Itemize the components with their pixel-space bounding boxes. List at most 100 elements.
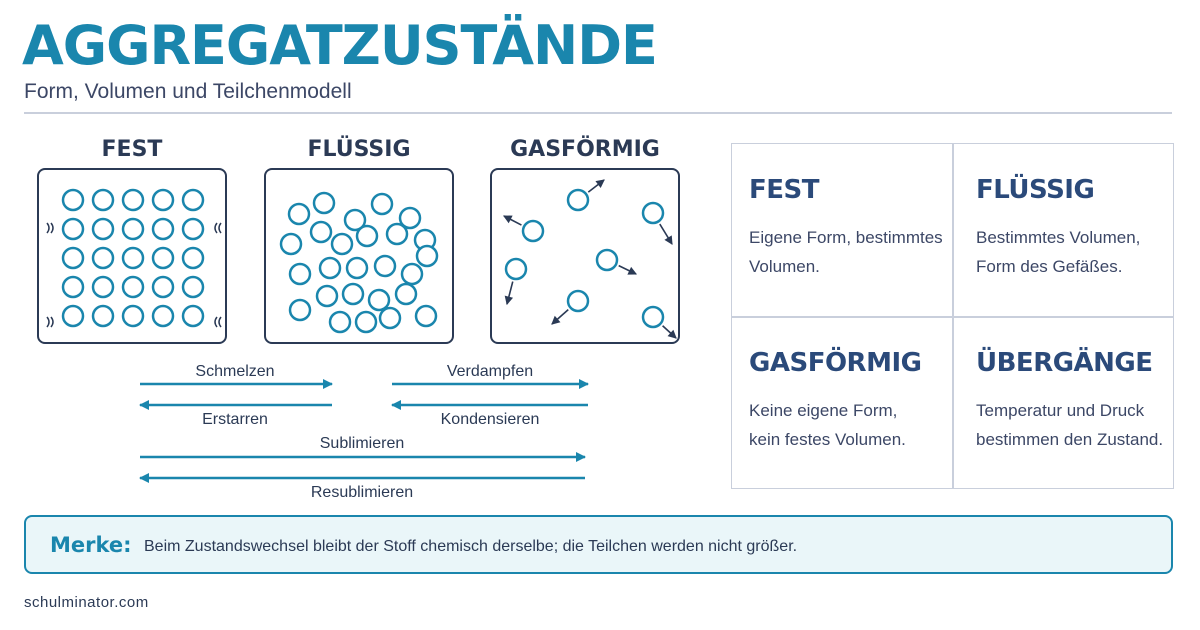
- particle: [121, 246, 145, 270]
- particle: [91, 275, 115, 299]
- info-grid: FEST Eigene Form, bestimmtes Volumen. FL…: [731, 143, 1174, 489]
- label-erstarren: Erstarren: [202, 411, 268, 428]
- info-cell-text: Bestimmtes Volumen, Form des Gefäßes.: [976, 223, 1140, 281]
- gas-particles-diagram: [503, 179, 677, 339]
- label-resublimieren: Resublimieren: [310, 484, 414, 501]
- liquid-particle-box: [264, 168, 454, 344]
- particle: [398, 206, 422, 230]
- particle: [151, 304, 175, 328]
- solid-particles-diagram: [46, 188, 222, 328]
- info-cell-line: Keine eigene Form,: [749, 401, 898, 420]
- state-heading-fluessig: FLÜSSIG: [307, 137, 411, 162]
- particle: [378, 306, 402, 330]
- transition-arrows: [139, 379, 589, 483]
- particle: [61, 246, 85, 270]
- particle: [151, 188, 175, 212]
- particle: [315, 284, 339, 308]
- label-schmelzen: Schmelzen: [195, 363, 275, 380]
- particle: [343, 208, 367, 232]
- vibration-mark: [50, 222, 54, 234]
- particle: [309, 220, 333, 244]
- particle: [121, 217, 145, 241]
- particle: [341, 282, 365, 306]
- particle: [415, 244, 439, 268]
- vibration-mark: [214, 316, 218, 328]
- particle: [61, 217, 85, 241]
- particle: [373, 254, 397, 278]
- page-subtitle: Form, Volumen und Teilchenmodell: [24, 80, 352, 103]
- particle: [367, 288, 391, 312]
- liquid-particles-diagram: [279, 191, 439, 334]
- particle: [328, 310, 352, 334]
- info-cell-uebergaenge: ÜBERGÄNGE Temperatur und Druck bestimmen…: [954, 317, 1175, 490]
- vibration-mark: [46, 222, 50, 234]
- particle: [61, 304, 85, 328]
- particle: [595, 248, 619, 272]
- label-sublimieren: Sublimieren: [319, 435, 405, 452]
- vibration-mark: [218, 316, 222, 328]
- particle: [330, 232, 354, 256]
- state-heading-gasfoermig: GASFÖRMIG: [510, 137, 660, 162]
- particle: [121, 304, 145, 328]
- particle: [355, 224, 379, 248]
- particle: [181, 217, 205, 241]
- note-label: Merke:: [50, 533, 132, 557]
- particle: [151, 217, 175, 241]
- info-cell-fest: FEST Eigene Form, bestimmtes Volumen.: [732, 144, 953, 317]
- particle: [400, 262, 424, 286]
- gas-particle-box: [490, 168, 680, 344]
- info-cell-line: Bestimmtes Volumen,: [976, 228, 1141, 247]
- vibration-mark: [214, 222, 218, 234]
- info-cell-text: Eigene Form, bestimmtes Volumen.: [749, 223, 943, 281]
- info-cell-line: kein festes Volumen.: [749, 430, 906, 449]
- particle: [641, 305, 665, 329]
- particle: [91, 188, 115, 212]
- info-cell-fluessig: FLÜSSIG Bestimmtes Volumen, Form des Gef…: [954, 144, 1175, 317]
- particle: [288, 262, 312, 286]
- motion-arrowhead: [627, 266, 638, 275]
- info-cell-text: Keine eigene Form, kein festes Volumen.: [749, 396, 906, 454]
- particle: [354, 310, 378, 334]
- particle: [641, 201, 665, 225]
- header-divider: [24, 112, 1172, 114]
- info-cell-line: Temperatur und Druck: [976, 401, 1145, 420]
- info-cell-title: FEST: [749, 175, 819, 205]
- particle: [566, 188, 590, 212]
- motion-arrowhead: [503, 215, 513, 224]
- particle: [287, 202, 311, 226]
- motion-arrowhead: [504, 295, 514, 306]
- page-title: AGGREGATZUSTÄNDE: [22, 14, 658, 77]
- info-cell-gasfoermig: GASFÖRMIG Keine eigene Form, kein festes…: [732, 317, 953, 490]
- label-kondensieren: Kondensieren: [440, 411, 540, 428]
- vibration-mark: [218, 222, 222, 234]
- info-cell-line: Form des Gefäßes.: [976, 257, 1123, 276]
- vibration-mark: [50, 316, 54, 328]
- particle: [181, 304, 205, 328]
- particle: [91, 217, 115, 241]
- particle: [345, 256, 369, 280]
- label-verdampfen: Verdampfen: [446, 363, 534, 380]
- particle: [312, 191, 336, 215]
- particle: [288, 298, 312, 322]
- particle: [61, 188, 85, 212]
- particle: [121, 188, 145, 212]
- particle: [91, 304, 115, 328]
- note-text: Beim Zustandswechsel bleibt der Stoff ch…: [144, 538, 798, 555]
- info-cell-title: GASFÖRMIG: [749, 348, 922, 378]
- particle: [521, 219, 545, 243]
- info-cell-line: bestimmen den Zustand.: [976, 430, 1164, 449]
- state-heading-fest: FEST: [101, 137, 163, 162]
- merke-note: Merke: Beim Zustandswechsel bleibt der S…: [24, 515, 1173, 574]
- particle: [181, 188, 205, 212]
- particle: [504, 257, 528, 281]
- particle: [279, 232, 303, 256]
- footer-source: schulminator.com: [24, 594, 149, 611]
- motion-arrowhead: [664, 235, 673, 245]
- info-cell-line: Volumen.: [749, 257, 820, 276]
- motion-arrowhead: [595, 179, 605, 188]
- particle: [91, 246, 115, 270]
- particle: [181, 246, 205, 270]
- info-cell-title: FLÜSSIG: [976, 175, 1095, 205]
- particle: [370, 192, 394, 216]
- particle: [151, 275, 175, 299]
